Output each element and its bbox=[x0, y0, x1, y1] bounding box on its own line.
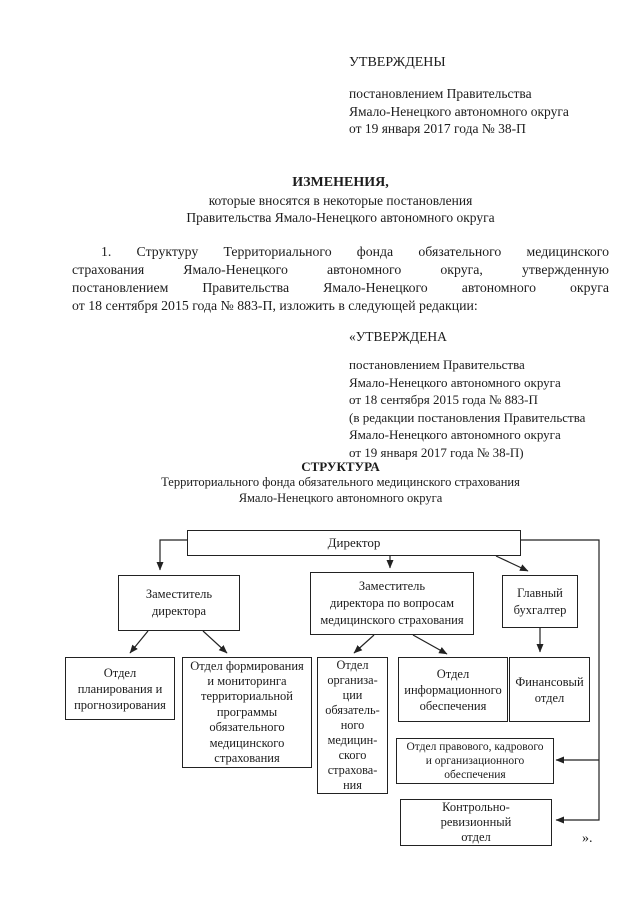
org-box-dept-control: Контрольно- ревизионный отдел bbox=[400, 799, 552, 846]
org-box-chief-accountant: Главный бухгалтер bbox=[502, 575, 578, 628]
approval-stamp-line: постановлением Правительства bbox=[349, 86, 532, 101]
org-box-dept-information: Отдел информационного обеспечения bbox=[398, 657, 508, 722]
paragraph-line: постановлением Правительства Ямало-Ненец… bbox=[72, 280, 609, 295]
connector-deputy2-info bbox=[412, 634, 448, 655]
org-box-dept-insurance-org: Отдел организа- ции обязатель- ного меди… bbox=[317, 657, 388, 794]
structure-heading-subtitle: Ямало-Ненецкого автономного округа bbox=[238, 490, 443, 505]
structure-heading: СТРУКТУРА Территориального фонда обязате… bbox=[72, 459, 609, 506]
approved-block-line: Ямало-Ненецкого автономного округа bbox=[349, 427, 561, 442]
connector-deputy2-orgins bbox=[353, 634, 375, 654]
connector-deputy1-program bbox=[202, 630, 228, 654]
connector-deputy1-planning bbox=[129, 630, 149, 654]
approval-stamp-lines: постановлением Правительства Ямало-Ненец… bbox=[349, 85, 569, 138]
org-box-dept-legal: Отдел правового, кадрового и организацио… bbox=[396, 738, 554, 784]
approval-stamp: УТВЕРЖДЕНЫ постановлением Правительства … bbox=[349, 55, 569, 138]
structure-heading-title: СТРУКТУРА bbox=[301, 459, 380, 474]
connector-director-chief bbox=[495, 555, 529, 572]
approved-block-line: (в редакции постановления Правительства bbox=[349, 409, 586, 425]
approved-block-title: «УТВЕРЖДЕНА bbox=[349, 329, 447, 344]
document-title: ИЗМЕНЕНИЯ, которые вносятся в некоторые … bbox=[72, 174, 609, 226]
paragraph-line: страхования Ямало-Ненецкого автономного … bbox=[72, 262, 609, 277]
org-box-dept-planning: Отдел планирования и прогнозирования bbox=[65, 657, 175, 720]
structure-heading-subtitle: Территориального фонда обязательного мед… bbox=[161, 475, 520, 489]
org-box-deputy-director-medical: Заместитель директора по вопросам медици… bbox=[310, 572, 474, 635]
document-title-main: ИЗМЕНЕНИЯ, bbox=[292, 175, 389, 190]
approval-stamp-line: от 19 января 2017 года № 38-П bbox=[349, 121, 526, 136]
paragraph-line: 1. Структуру Территориального фонда обяз… bbox=[101, 244, 609, 259]
approval-stamp-line: Ямало-Ненецкого автономного округа bbox=[349, 103, 569, 119]
org-box-dept-finance: Финансовый отдел bbox=[509, 657, 590, 722]
approved-block: «УТВЕРЖДЕНА постановлением Правительства… bbox=[349, 329, 585, 461]
approved-block-line: Ямало-Ненецкого автономного округа bbox=[349, 374, 561, 390]
paragraph-line: от 18 сентября 2015 года № 883-П, изложи… bbox=[72, 298, 478, 313]
approved-block-line: от 19 января 2017 года № 38-П) bbox=[349, 444, 524, 460]
approval-stamp-title: УТВЕРЖДЕНЫ bbox=[349, 55, 446, 70]
approved-block-line: от 18 сентября 2015 года № 883-П bbox=[349, 392, 538, 407]
org-box-director: Директор bbox=[187, 530, 521, 556]
connector-director-deputy1 bbox=[156, 539, 187, 571]
paragraph-1: 1. Структуру Территориального фонда обяз… bbox=[72, 243, 609, 315]
document-title-sub: Правительства Ямало-Ненецкого автономног… bbox=[186, 210, 495, 225]
document-title-sub: которые вносятся в некоторые постановлен… bbox=[208, 193, 473, 208]
approved-block-lines: постановлением Правительства Ямало-Ненец… bbox=[349, 356, 585, 461]
closing-quote-mark: ». bbox=[582, 831, 593, 846]
approved-block-line: постановлением Правительства bbox=[349, 357, 525, 372]
org-box-deputy-director: Заместитель директора bbox=[118, 575, 240, 631]
org-box-dept-program-monitoring: Отдел формирования и мониторинга террито… bbox=[182, 657, 312, 768]
